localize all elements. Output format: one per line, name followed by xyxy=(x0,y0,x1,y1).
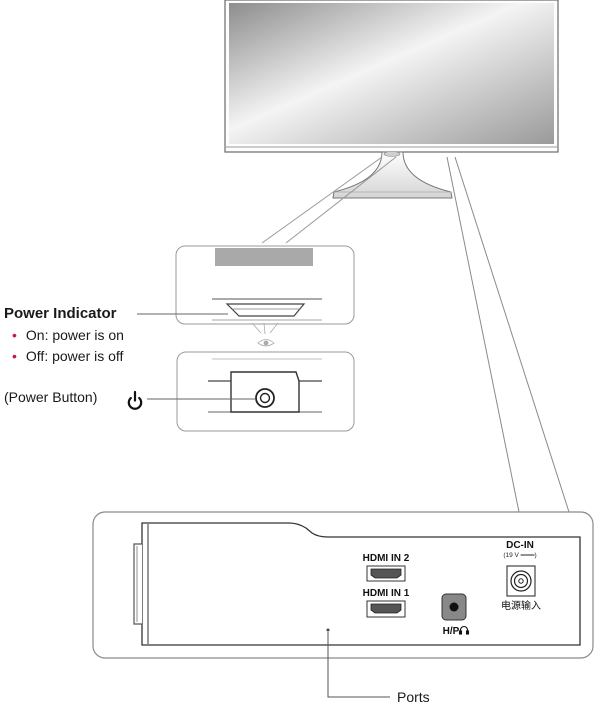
bezel-bottom-strip xyxy=(215,248,313,266)
power-icon xyxy=(127,390,143,410)
ports-label: Ports xyxy=(397,689,430,705)
power-indicator-title: Power Indicator xyxy=(4,305,117,322)
dc-in-cn-label: 电源输入 xyxy=(501,599,541,612)
ports-leader xyxy=(327,632,390,698)
monitor-screen xyxy=(229,3,554,144)
power-indicator-zoom xyxy=(175,245,355,325)
hdmi-in-1-port xyxy=(366,600,406,618)
monitor xyxy=(224,0,559,199)
eye-icon xyxy=(251,322,279,347)
monitor-stand xyxy=(332,151,453,199)
headphone-port xyxy=(441,593,467,621)
hp-label: H/P xyxy=(443,626,460,637)
power-indicator-item-label: Off: power is off xyxy=(25,348,124,364)
dc-in-rating: (19 V ═══) xyxy=(503,552,536,559)
dc-in-port xyxy=(506,565,536,597)
hdmi-in-1-label: HDMI IN 1 xyxy=(363,588,410,599)
power-button-label: (Power Button) xyxy=(4,389,98,405)
hdmi-in-2-label: HDMI IN 2 xyxy=(363,553,410,564)
hdmi-in-2-port xyxy=(366,565,406,582)
power-indicator-item-off: • Off: power is off xyxy=(12,348,123,364)
side-handle xyxy=(133,543,142,625)
power-indicator-item-label: On: power is on xyxy=(25,327,124,343)
power-button-zoom xyxy=(176,351,355,432)
ports-panel xyxy=(92,511,594,698)
bullet-dot: • xyxy=(12,327,17,343)
dc-in-label: DC-IN xyxy=(506,540,534,551)
power-indicator-item-on: • On: power is on xyxy=(12,327,124,343)
headphone-icon xyxy=(458,625,470,635)
monitor-back-cover xyxy=(141,522,581,646)
bullet-dot: • xyxy=(12,348,17,364)
power-indicator-light xyxy=(225,303,306,317)
